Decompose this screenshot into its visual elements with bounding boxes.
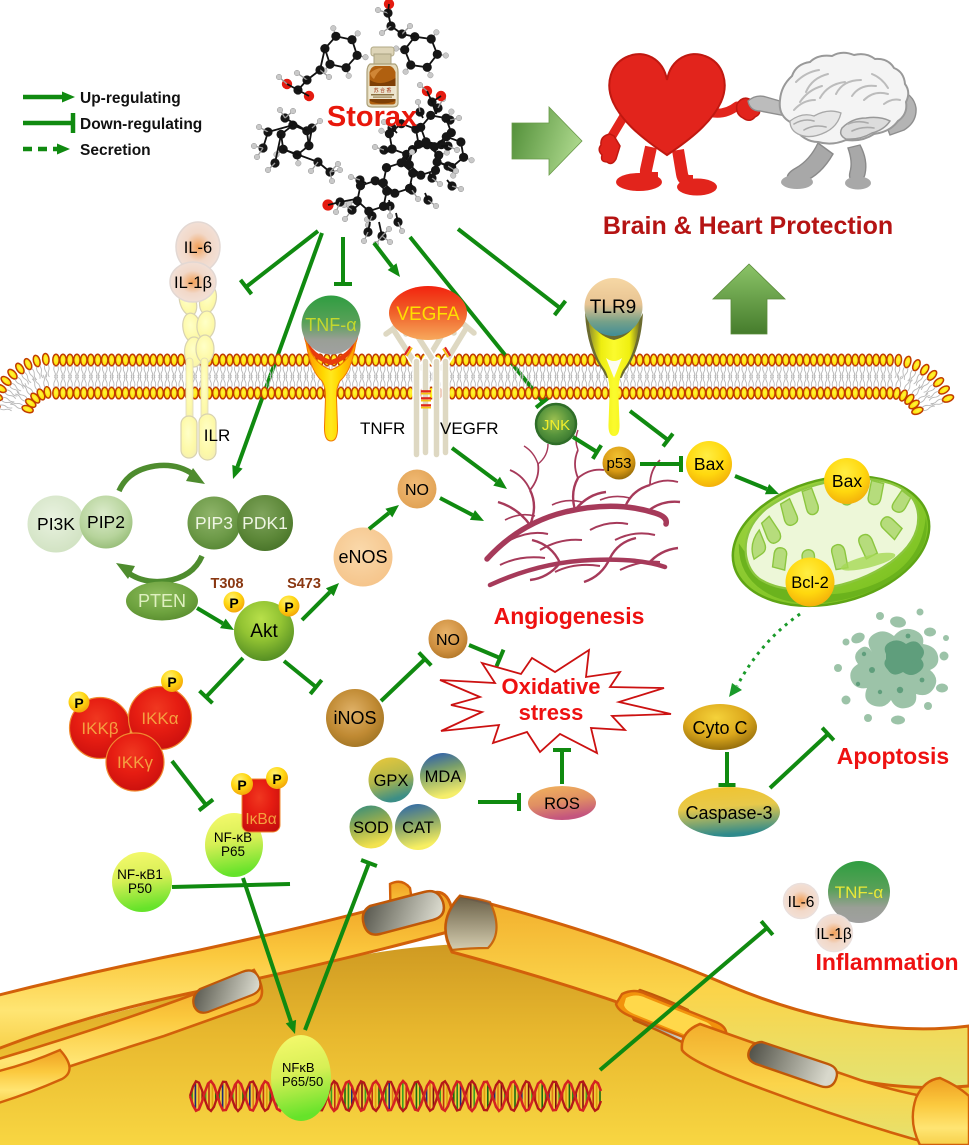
svg-text:PDK1: PDK1	[242, 513, 288, 533]
svg-text:Bax: Bax	[694, 454, 724, 474]
svg-text:VEGFA: VEGFA	[396, 304, 460, 325]
svg-text:Oxidative: Oxidative	[501, 674, 600, 699]
svg-text:ILR: ILR	[204, 426, 230, 445]
svg-text:Akt: Akt	[250, 621, 278, 642]
svg-text:MDA: MDA	[425, 768, 462, 786]
svg-text:iNOS: iNOS	[333, 708, 376, 728]
svg-text:P: P	[74, 695, 83, 711]
svg-text:NO: NO	[405, 482, 429, 499]
svg-text:Inflammation: Inflammation	[815, 949, 958, 975]
svg-text:TLR9: TLR9	[590, 297, 636, 318]
svg-text:P: P	[229, 595, 238, 611]
svg-text:PIP2: PIP2	[87, 512, 125, 532]
svg-text:NF-κB1: NF-κB1	[117, 867, 163, 882]
svg-text:Storax: Storax	[327, 101, 417, 133]
svg-text:Cyto C: Cyto C	[692, 718, 747, 738]
svg-text:IKKβ: IKKβ	[81, 719, 118, 738]
svg-text:Up-regulating: Up-regulating	[80, 90, 181, 107]
svg-text:Down-regulating: Down-regulating	[80, 116, 202, 133]
svg-text:NO: NO	[436, 632, 460, 649]
svg-text:NFκB: NFκB	[282, 1060, 315, 1075]
svg-text:TNF-α: TNF-α	[305, 315, 356, 335]
svg-text:PI3K: PI3K	[37, 514, 75, 534]
svg-text:CAT: CAT	[402, 819, 434, 837]
svg-text:S473: S473	[287, 576, 321, 592]
svg-text:P: P	[237, 777, 246, 793]
svg-text:P: P	[284, 599, 293, 615]
svg-text:PIP3: PIP3	[195, 513, 233, 533]
svg-text:IL-6: IL-6	[184, 239, 212, 257]
svg-text:NF-κB: NF-κB	[214, 830, 252, 845]
svg-text:Angiogenesis: Angiogenesis	[494, 603, 645, 629]
svg-text:eNOS: eNOS	[338, 547, 387, 567]
svg-text:SOD: SOD	[353, 819, 389, 837]
svg-text:P50: P50	[128, 881, 152, 896]
svg-text:P: P	[272, 771, 281, 787]
svg-text:Secretion: Secretion	[80, 142, 151, 159]
svg-text:IKKγ: IKKγ	[117, 753, 153, 772]
svg-text:VEGFR: VEGFR	[440, 419, 499, 438]
svg-text:JNK: JNK	[542, 417, 570, 434]
svg-text:IκBα: IκBα	[245, 811, 276, 828]
svg-text:P: P	[167, 674, 176, 690]
svg-text:T308: T308	[210, 576, 243, 592]
svg-text:IL-1β: IL-1β	[174, 274, 212, 292]
svg-text:TNFR: TNFR	[360, 419, 405, 438]
svg-text:苏 合 香: 苏 合 香	[374, 87, 392, 94]
svg-text:ROS: ROS	[544, 795, 580, 813]
svg-text:Bax: Bax	[832, 471, 862, 491]
svg-text:IL-6: IL-6	[788, 894, 815, 911]
svg-text:Bcl-2: Bcl-2	[791, 574, 829, 592]
svg-text:PTEN: PTEN	[138, 591, 186, 611]
svg-text:TNF-α: TNF-α	[835, 883, 884, 902]
svg-text:Brain & Heart Protection: Brain & Heart Protection	[603, 212, 893, 240]
svg-text:IKKα: IKKα	[141, 709, 178, 728]
svg-text:GPX: GPX	[374, 772, 409, 790]
svg-text:P65: P65	[221, 844, 245, 859]
svg-text:stress: stress	[519, 700, 584, 725]
svg-text:P65/50: P65/50	[282, 1074, 323, 1089]
svg-text:Caspase-3: Caspase-3	[685, 803, 772, 823]
svg-text:IL-1β: IL-1β	[816, 926, 852, 943]
svg-text:Apoptosis: Apoptosis	[837, 743, 949, 769]
svg-text:p53: p53	[606, 455, 631, 472]
